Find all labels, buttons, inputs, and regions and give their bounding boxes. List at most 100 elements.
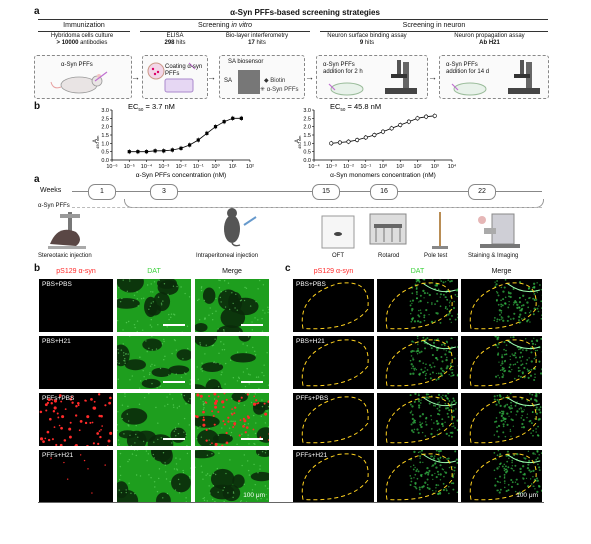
microscope-icon-2 <box>508 60 540 94</box>
x-tick-label: 10⁻¹ <box>360 164 371 170</box>
x-tick-label: 10¹ <box>229 164 237 170</box>
micrograph-c-r3-c2 <box>376 392 459 447</box>
micrograph-b-r1-c1: PBS+PBS <box>38 278 114 333</box>
scale-bar <box>163 438 185 440</box>
b2-header-red: pS129 α-syn <box>56 268 96 275</box>
step-3-box-pffs: ✳ α-Syn PFFs <box>260 87 299 93</box>
data-point <box>231 116 235 120</box>
dish-icon-2 <box>451 82 487 96</box>
oft-label: OFT <box>332 253 344 259</box>
step-2-box: Coating α-syn PFFs <box>142 55 208 99</box>
row-label: PFFs+H21 <box>296 452 328 459</box>
c-header-red: pS129 α-syn <box>313 268 354 275</box>
data-point <box>346 139 351 144</box>
c-header-merge: Merge <box>491 268 512 275</box>
micrograph-c-r2-c3 <box>460 335 543 390</box>
y-axis-label-sub: 450 nm <box>95 135 100 149</box>
y-tick-label: 1.5 <box>303 133 311 139</box>
x-tick-label: 10⁻¹ <box>193 164 204 170</box>
rotarod-label: Rotarod <box>378 253 400 259</box>
data-point <box>179 146 183 150</box>
fit-curve <box>129 117 242 153</box>
y-axis-label-sub: 450 nm <box>297 135 302 149</box>
micrograph-b-r2-c3 <box>194 335 270 390</box>
dish-icon <box>328 82 364 96</box>
title-rule <box>38 19 548 20</box>
section-immunization: Immunization <box>63 22 105 29</box>
y-tick-label: 2.5 <box>303 116 311 122</box>
week-22: 22 <box>468 184 496 200</box>
scale-bar <box>163 324 185 326</box>
c-header-green: DAT <box>410 268 425 275</box>
scale-bar <box>163 381 185 383</box>
timeline-pffs-label: α-Syn PFFs <box>38 203 70 209</box>
micrograph-b-r2-c1: PBS+H21 <box>38 335 114 390</box>
y-tick-label: 3.0 <box>303 108 311 114</box>
x-tick-label: 10⁻⁴ <box>141 163 153 170</box>
plate-icon <box>147 62 196 93</box>
weeks-label: Weeks <box>40 187 62 194</box>
data-point <box>222 120 226 124</box>
micrograph-c-r4-c2 <box>376 449 459 504</box>
data-point <box>363 135 368 140</box>
y-tick-label: 1.0 <box>303 141 311 147</box>
micrograph-b-r4-c1: PFFs+H21 <box>38 449 114 504</box>
micrograph-b-r3-c3 <box>194 392 270 447</box>
data-point <box>162 149 166 153</box>
figure-title: α-Syn PFFs-based screening strategies <box>230 8 380 17</box>
step-3-box-label: SA biosensor <box>228 59 264 65</box>
micrograph-c-r1-c3 <box>460 278 543 333</box>
scale-bar <box>241 324 263 326</box>
stereotaxic-label: Stereotaxic injection <box>38 253 92 259</box>
step-5-box-label: α-Syn PFFs addition for 14 d <box>446 62 490 75</box>
section-rule-3 <box>320 31 548 32</box>
rotarod-icon <box>369 213 407 245</box>
x-tick-label: 10⁻⁴ <box>308 163 320 170</box>
pole-icon <box>432 212 448 249</box>
y-tick-label: 2.0 <box>303 125 311 131</box>
micrograph-c-r3-c3 <box>460 392 543 447</box>
arrow-4: → <box>428 72 437 82</box>
data-point <box>432 113 437 118</box>
step-2-box-label: Coating α-syn PFFs <box>165 64 203 77</box>
data-point <box>381 129 386 134</box>
x-tick-label: 10⁻³ <box>326 164 337 170</box>
microscope-icon <box>385 60 417 94</box>
step-1-box-label: α-Syn PFFs <box>61 62 93 68</box>
micrograph-c-r2-c1: PBS+H21 <box>292 335 375 390</box>
row-label: PFFs+PBS <box>42 395 75 402</box>
x-tick-label: 10⁴ <box>448 163 457 170</box>
x-axis-label: α-Syn monomers concentration (nM) <box>330 172 436 179</box>
x-tick-label: 10⁻⁵ <box>124 163 135 170</box>
data-point <box>337 140 342 145</box>
data-point <box>136 150 140 154</box>
section-in-vitro: Screening in vitro <box>197 22 253 29</box>
panel-a-letter: a <box>34 6 40 17</box>
x-tick-label: 10¹ <box>396 164 404 170</box>
panel-c-letter: c <box>285 263 291 274</box>
step-4-box-label: α-Syn PFFs addition for 2 h <box>323 62 363 75</box>
data-point <box>170 148 174 152</box>
scale-bar <box>241 381 263 383</box>
micrograph-b-r1-c2 <box>116 278 192 333</box>
step-3-box-sa: SA <box>224 78 233 84</box>
mouse-icon <box>50 71 108 94</box>
scale-label: 100 μm <box>516 492 538 499</box>
step-5-box: α-Syn PFFs addition for 14 d <box>439 55 549 99</box>
row-label: PBS+H21 <box>42 338 71 345</box>
row-label: PBS+PBS <box>296 281 326 288</box>
data-point <box>389 126 394 131</box>
step-2-title: ELISA 298 hits <box>164 33 186 46</box>
bottom-rule <box>38 502 544 503</box>
data-point <box>415 116 420 121</box>
y-tick-label: 2.5 <box>101 116 109 122</box>
micrograph-b-r3-c2 <box>116 392 192 447</box>
step-3-title: Bio-layer interferometry 17 hits <box>225 33 289 46</box>
y-tick-label: 1.0 <box>101 141 109 147</box>
x-tick-label: 10⁻² <box>343 164 354 170</box>
y-tick-label: 0.5 <box>101 150 109 156</box>
row-label: PBS+H21 <box>296 338 325 345</box>
data-point <box>329 141 334 146</box>
section-rule-2 <box>140 31 310 32</box>
x-tick-label: 10² <box>414 164 422 170</box>
